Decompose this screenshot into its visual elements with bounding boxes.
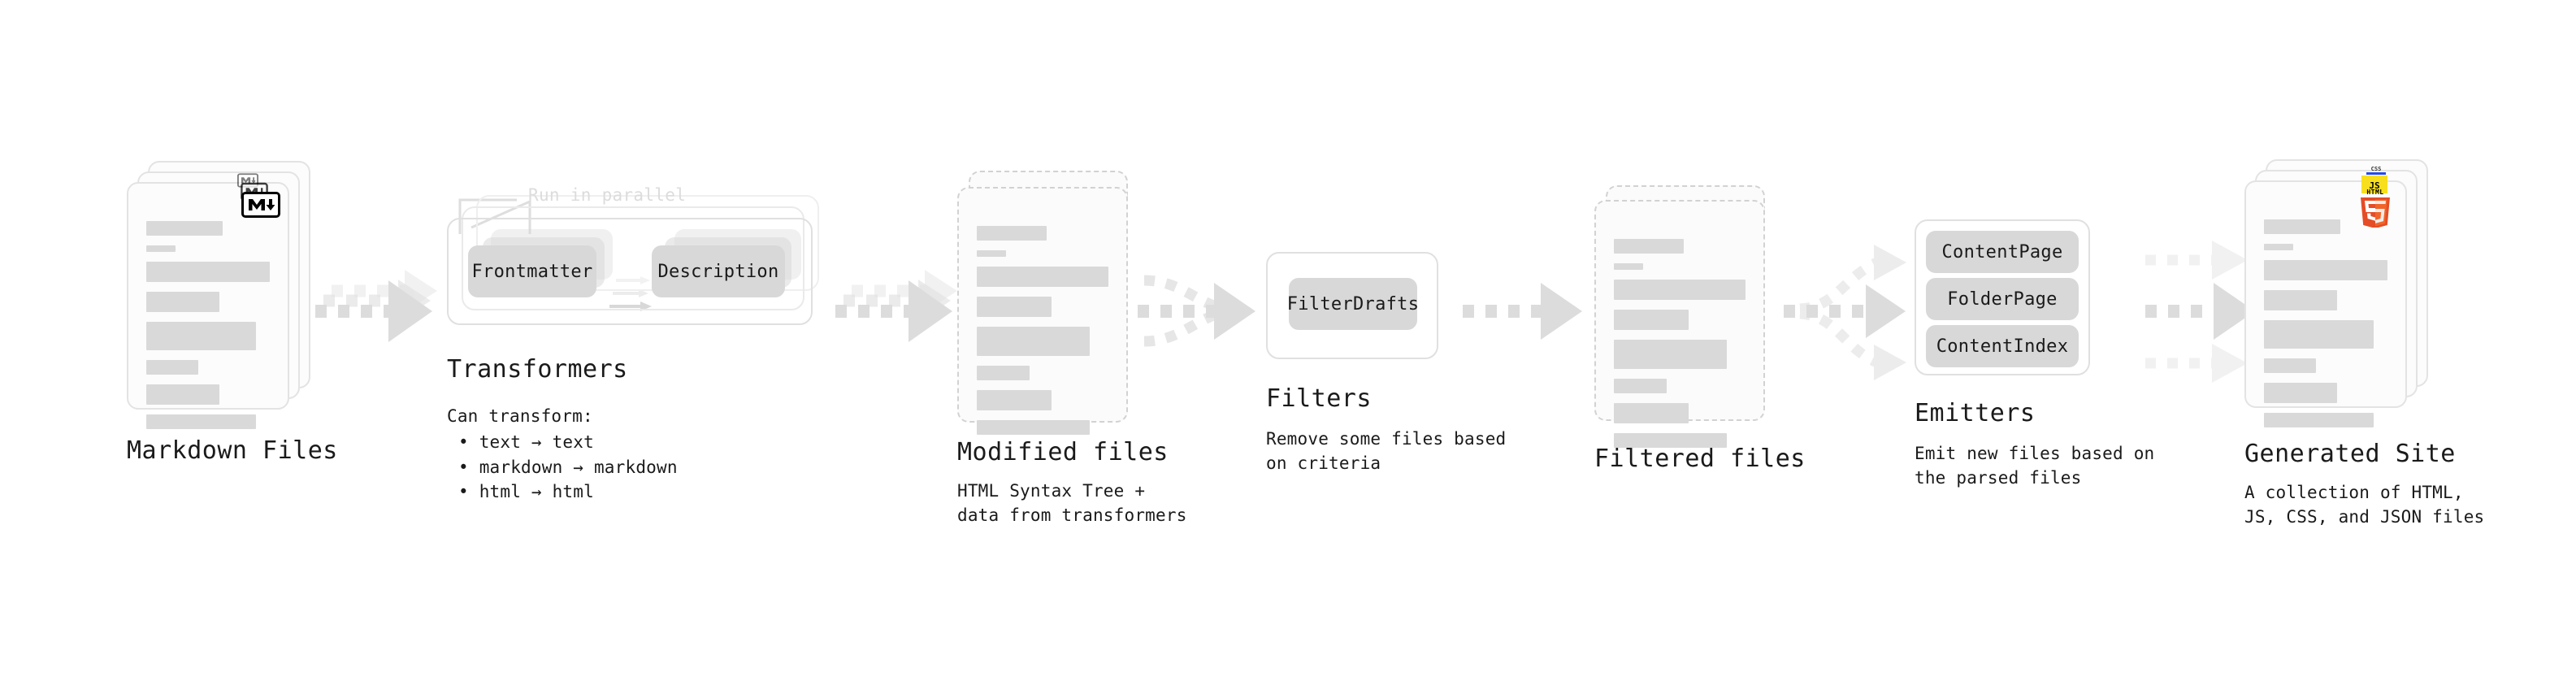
- skeleton-line: [1614, 310, 1689, 330]
- transform-capability-list: • text → text • markdown → markdown • ht…: [447, 430, 829, 504]
- stage-title-modified-files: Modified files: [957, 438, 1169, 466]
- stage-desc-filters: Remove some files based on criteria: [1266, 429, 1507, 474]
- pill-folderpage[interactable]: FolderPage: [1926, 278, 2079, 320]
- pill-frontmatter[interactable]: Frontmatter: [468, 245, 596, 297]
- skeleton-line: [977, 420, 1091, 435]
- skeleton-line: [2264, 290, 2337, 310]
- stage-desc-generated-site: A collection of HTML, JS, CSS, and JSON …: [2244, 483, 2485, 527]
- skeleton-line: [146, 262, 270, 282]
- skeleton-line: [1614, 280, 1746, 300]
- list-item-label: html → html: [479, 482, 594, 502]
- transformer-box-front: [447, 218, 813, 325]
- skeleton-line: [977, 327, 1091, 356]
- skeleton-line: [146, 221, 223, 236]
- skeleton-line: [2264, 358, 2316, 373]
- bullet-dot: •: [458, 457, 479, 477]
- stage-title-emitters: Emitters: [1915, 399, 2036, 427]
- skeleton-line: [146, 414, 257, 429]
- svg-text:CSS: CSS: [2371, 166, 2382, 172]
- skeleton-lines: [146, 221, 270, 439]
- stage-transformers: Frontmatter Description Run in parallel …: [447, 185, 829, 505]
- skeleton-line: [977, 390, 1052, 410]
- bullet-dot: •: [458, 432, 479, 453]
- skeleton-lines: [1614, 239, 1746, 458]
- skeleton-line: [1614, 379, 1667, 393]
- skeleton-line: [146, 245, 176, 252]
- stage-emitters: ContentPage FolderPage ContentIndex Emit…: [1915, 219, 2154, 491]
- stage-desc-emitters: Emit new files based on the parsed files: [1915, 444, 2155, 488]
- emitters-box: ContentPage FolderPage ContentIndex: [1915, 219, 2101, 382]
- list-item-label: text → text: [479, 432, 594, 453]
- css-icon: CSS: [2365, 164, 2387, 180]
- markdown-card-front: [127, 182, 289, 429]
- skeleton-line: [2264, 383, 2337, 403]
- modified-card-front: [957, 187, 1128, 435]
- skeleton-line: [2264, 413, 2374, 427]
- stage-title-transformers: Transformers: [447, 355, 628, 384]
- skeleton-line: [977, 250, 1006, 257]
- skeleton-line: [146, 384, 219, 405]
- generated-site-stack: CSS JS HTML: [2244, 159, 2439, 427]
- list-item: • text → text: [458, 430, 829, 454]
- skeleton-line: [2264, 219, 2341, 234]
- pill-contentpage[interactable]: ContentPage: [1926, 231, 2079, 273]
- bullet-dot: •: [458, 482, 479, 502]
- js-icon: JS: [2361, 176, 2387, 197]
- html5-icon: HTML: [2357, 187, 2393, 231]
- stage-modified-files: Modified files HTML Syntax Tree + data f…: [957, 171, 1187, 528]
- skeleton-line: [977, 366, 1030, 380]
- filters-box: FilterDrafts: [1266, 252, 1445, 367]
- pill-description[interactable]: Description: [652, 245, 785, 297]
- skeleton-line: [1614, 263, 1643, 270]
- transformers-box-stack: Frontmatter Description: [447, 195, 829, 325]
- stage-title-generated-site: Generated Site: [2244, 440, 2456, 468]
- filtered-card-front: [1594, 200, 1765, 448]
- stage-title-filtered-files: Filtered files: [1594, 445, 1806, 473]
- stage-title-markdown-files: Markdown Files: [127, 436, 338, 465]
- skeleton-line: [1614, 433, 1728, 448]
- markdown-file-stack: [127, 161, 314, 429]
- stage-title-filters: Filters: [1266, 384, 1372, 413]
- skeleton-line: [146, 360, 198, 375]
- list-item: • markdown → markdown: [458, 455, 829, 479]
- skeleton-line: [146, 292, 219, 312]
- pill-contentindex[interactable]: ContentIndex: [1926, 325, 2079, 367]
- run-in-parallel-annotation: Run in parallel: [528, 185, 687, 205]
- skeleton-line: [1614, 340, 1728, 369]
- skeleton-line: [1614, 403, 1689, 423]
- skeleton-line: [146, 322, 257, 350]
- connector-transformers-to-modified: [835, 270, 957, 342]
- transformer-box-back: [476, 195, 819, 291]
- list-item: • html → html: [458, 479, 829, 504]
- skeleton-line: [2264, 320, 2374, 349]
- stage-generated-site: CSS JS HTML: [2244, 159, 2484, 530]
- svg-text:HTML: HTML: [2366, 189, 2383, 196]
- stage-desc-transformers: Can transform:: [447, 406, 593, 426]
- stage-desc-modified-files: HTML Syntax Tree + data from transformer…: [957, 481, 1187, 526]
- skeleton-line: [977, 267, 1108, 287]
- transformer-box-middle: [462, 206, 804, 310]
- modified-file-stack: [957, 171, 1144, 435]
- stage-filtered-files: Filtered files: [1594, 185, 1806, 472]
- skeleton-line: [977, 226, 1047, 241]
- svg-text:JS: JS: [2369, 180, 2379, 191]
- connector-emitters-to-site: [2145, 241, 2255, 383]
- skeleton-line: [1614, 239, 1684, 254]
- stage-filters: FilterDrafts Filters Remove some files b…: [1266, 252, 1506, 476]
- skeleton-lines: [2264, 219, 2387, 437]
- filtered-file-stack: [1594, 185, 1781, 448]
- skeleton-line: [2264, 260, 2387, 280]
- skeleton-lines: [977, 226, 1108, 445]
- list-item-label: markdown → markdown: [479, 457, 678, 477]
- stage-markdown-files: Markdown Files: [127, 161, 338, 464]
- skeleton-line: [2264, 244, 2294, 250]
- markdown-icon: [241, 192, 280, 218]
- pill-filterdrafts[interactable]: FilterDrafts: [1287, 278, 1419, 330]
- skeleton-line: [977, 297, 1052, 317]
